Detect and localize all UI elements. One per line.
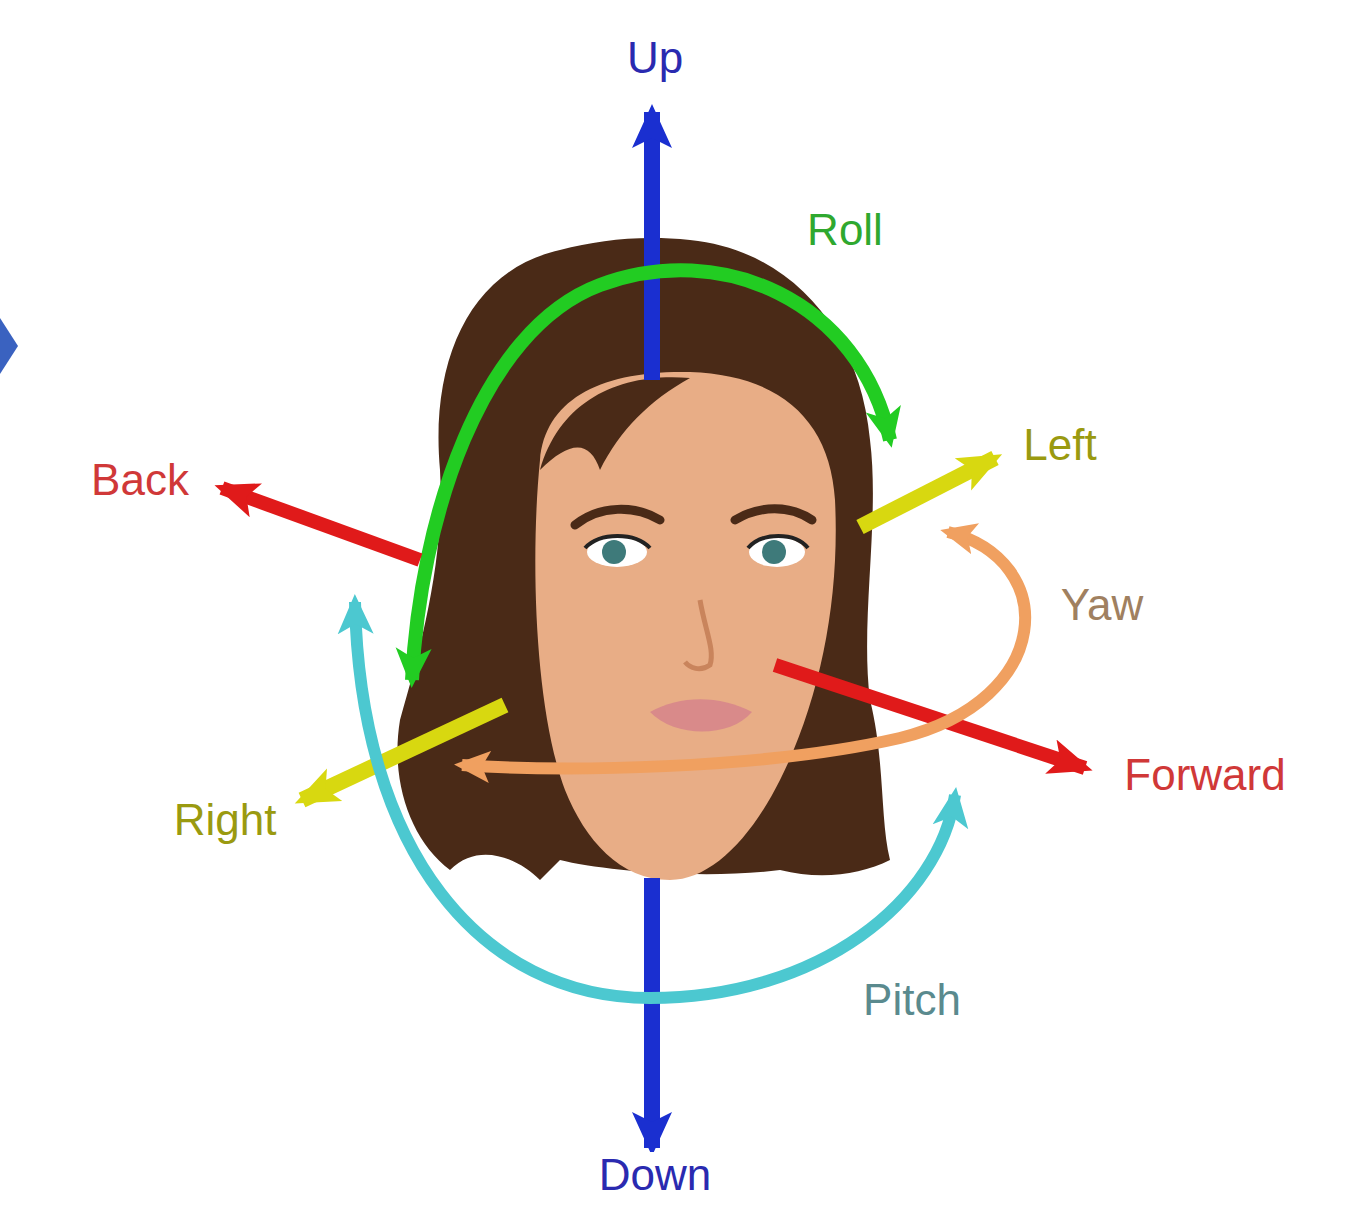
pitch-label: Pitch (859, 977, 965, 1023)
right-label: Right (170, 797, 281, 843)
down-label: Down (595, 1152, 716, 1198)
label-holder: Right (170, 797, 281, 843)
label-holder: Back (87, 457, 193, 503)
down-arrow (644, 878, 660, 1148)
face (535, 372, 835, 880)
label-holder: Yaw (1057, 582, 1147, 628)
label-holder: Up (623, 35, 687, 81)
back-label: Back (87, 457, 193, 503)
up-arrow (644, 112, 660, 380)
label-holder: Left (1019, 422, 1100, 468)
yaw-label: Yaw (1057, 582, 1147, 628)
pitch-arrow (355, 602, 955, 998)
eyelid (748, 536, 808, 548)
label-holder: Down (595, 1152, 716, 1198)
left-label: Left (1019, 422, 1100, 468)
back-arrow (222, 488, 420, 560)
roll-arrow (412, 270, 890, 680)
label-holder: Pitch (859, 977, 965, 1023)
nose (685, 600, 711, 669)
eyebrow (575, 509, 660, 525)
up-label: Up (623, 35, 687, 81)
eyelid (585, 536, 650, 548)
roll-label: Roll (803, 207, 887, 253)
iris (762, 540, 786, 564)
label-holder: Forward (1120, 752, 1289, 798)
edge-diamond (0, 318, 18, 374)
right-arrow (302, 705, 505, 800)
forward-label: Forward (1120, 752, 1289, 798)
hair (397, 238, 890, 880)
left-arrow (860, 458, 995, 527)
iris (602, 540, 626, 564)
eyebrow (735, 509, 812, 520)
label-holder: Roll (803, 207, 887, 253)
yaw-arrow (462, 532, 1025, 768)
lips (650, 699, 752, 731)
bangs (540, 377, 690, 470)
